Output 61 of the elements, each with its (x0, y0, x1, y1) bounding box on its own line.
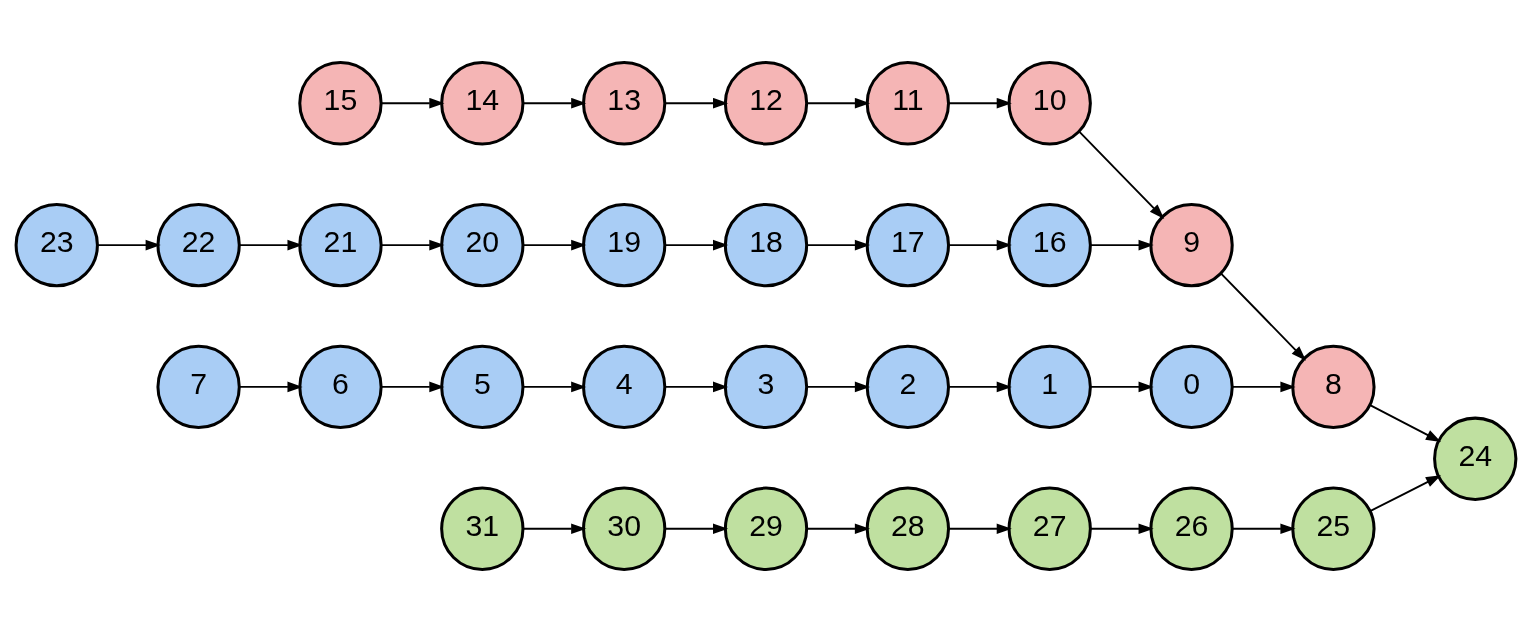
node-circle: 31 (440, 486, 525, 571)
arrow (664, 381, 729, 393)
arrow (96, 239, 161, 251)
arrow (1078, 131, 1165, 219)
node-circle: 1 (1007, 344, 1092, 430)
arrow (1089, 239, 1154, 251)
node-circle: 3 (723, 344, 809, 430)
node-circle: 13 (581, 61, 667, 146)
arrow (1369, 475, 1442, 513)
node-circle: 21 (298, 202, 383, 288)
arrow (1089, 523, 1154, 535)
node-circle: 14 (440, 61, 525, 146)
arrow (664, 97, 729, 109)
arrow (948, 381, 1012, 393)
node-circle: 15 (298, 61, 383, 146)
node-circle: 23 (14, 202, 99, 288)
node-circle: 7 (156, 344, 241, 430)
arrow (238, 239, 303, 251)
arrow (1231, 381, 1296, 393)
arrow (522, 381, 587, 393)
arrow (806, 523, 870, 535)
arrow (806, 97, 870, 109)
node-circle: 28 (865, 486, 951, 571)
node-circle: 29 (723, 486, 809, 571)
arrow (664, 523, 729, 535)
arrow (948, 239, 1012, 251)
node-circle: 4 (581, 344, 667, 430)
arrow (1089, 381, 1154, 393)
arrow (1231, 523, 1296, 535)
node-circle: 16 (1007, 202, 1092, 288)
node-circle: 26 (1149, 486, 1234, 571)
arrow (806, 239, 870, 251)
arrow (522, 523, 587, 535)
arrow (1220, 272, 1307, 361)
arrow (380, 97, 445, 109)
arrow (522, 97, 587, 109)
arrow (380, 239, 445, 251)
arrow (522, 239, 587, 251)
node-circle: 25 (1291, 486, 1376, 571)
node-circle: 0 (1149, 344, 1234, 430)
arrow (664, 239, 729, 251)
arrow (1369, 404, 1442, 442)
arrow (948, 523, 1012, 535)
node-circle: 6 (298, 344, 383, 430)
node-circle: 30 (581, 486, 667, 571)
node-circle: 20 (440, 202, 525, 288)
node-circle: 12 (723, 61, 809, 146)
arrow (238, 381, 303, 393)
node-circle: 17 (865, 202, 951, 288)
node-circle: 27 (1007, 486, 1092, 571)
arrow (806, 381, 870, 393)
arrow (380, 381, 445, 393)
node-circle: 5 (440, 344, 525, 430)
arrow (948, 97, 1012, 109)
node-circle: 2 (865, 344, 951, 430)
node-circle: 11 (865, 61, 951, 146)
node-circle: 10 (1007, 61, 1092, 146)
node-circle: 22 (156, 202, 241, 288)
node-circle: 19 (581, 202, 667, 288)
node-circle: 18 (723, 202, 809, 288)
node-circle: 24 (1433, 416, 1518, 501)
